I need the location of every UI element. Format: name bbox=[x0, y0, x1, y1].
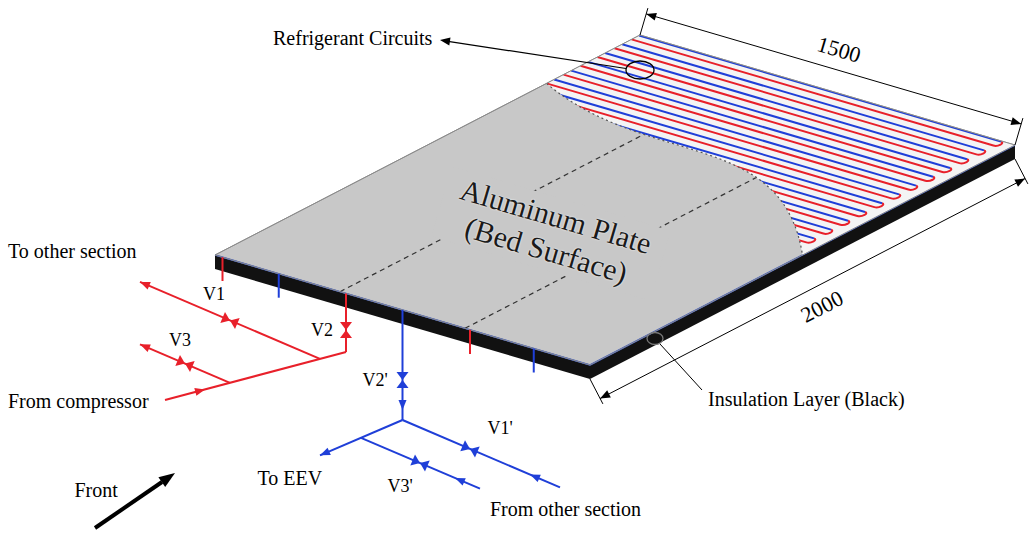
valve-label: V1 bbox=[203, 284, 225, 305]
hot-gas-symbols bbox=[140, 282, 352, 396]
extension-line bbox=[640, 8, 648, 35]
extension-line bbox=[590, 379, 603, 404]
leader-line bbox=[660, 344, 702, 390]
flow-label: From other section bbox=[490, 498, 641, 521]
arrow-head bbox=[646, 13, 657, 21]
plate-outline bbox=[215, 35, 1015, 365]
cold-pipe bbox=[533, 349, 535, 373]
callout-circle bbox=[626, 61, 654, 79]
valve-label: V2' bbox=[363, 370, 388, 391]
hot-pipe bbox=[222, 257, 224, 281]
arrow-head bbox=[158, 473, 175, 487]
arrow-head bbox=[1014, 179, 1025, 187]
leader-line bbox=[448, 41, 626, 68]
callout-circle bbox=[647, 333, 663, 345]
hot-pipe bbox=[469, 330, 471, 354]
dimension-label: 1500 bbox=[814, 32, 863, 69]
dimension-line bbox=[646, 14, 1021, 124]
flow-label: To EEV bbox=[258, 467, 323, 490]
plate-label: Aluminum Plate (Bed Surface) bbox=[431, 166, 670, 300]
liquid-symbols bbox=[320, 372, 541, 486]
callout-label: Insulation Layer (Black) bbox=[708, 388, 905, 411]
arrow-head bbox=[440, 38, 451, 46]
flow-label: From compressor bbox=[8, 390, 149, 413]
arrow-head bbox=[1011, 117, 1022, 125]
hot-gas-piping bbox=[140, 282, 346, 400]
valve-label: V3 bbox=[169, 330, 191, 351]
valve-label: V3' bbox=[388, 476, 413, 497]
dimension-line bbox=[600, 179, 1025, 399]
flow-label: To other section bbox=[8, 240, 137, 263]
cold-pipe bbox=[278, 274, 280, 298]
direction-label: Front bbox=[75, 479, 118, 502]
liquid-piping bbox=[320, 310, 560, 489]
dimension-label: 2000 bbox=[796, 285, 847, 328]
valve-label: V1' bbox=[488, 418, 513, 439]
valve-label: V2 bbox=[311, 320, 333, 341]
arrow-head bbox=[600, 390, 611, 398]
aluminum-plate bbox=[215, 35, 1015, 365]
callout-label: Refrigerant Circuits bbox=[273, 27, 432, 50]
